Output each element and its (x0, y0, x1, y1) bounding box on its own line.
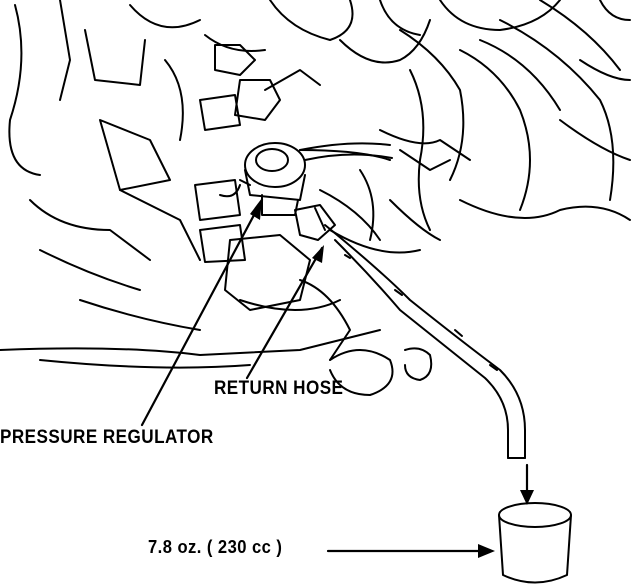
drain-arrowhead (520, 490, 534, 505)
pressure-regulator-label: PRESSURE REGULATOR (0, 427, 214, 448)
fuel-volume-label: 7.8 oz. ( 230 cc ) (148, 537, 283, 557)
engine-background (0, 0, 631, 396)
measuring-container (498, 502, 572, 584)
return-hose-label: RETURN HOSE (214, 378, 344, 399)
pressure-regulator-arrowhead (250, 198, 262, 220)
return-hose-arrowhead (312, 245, 324, 263)
leader-lines (140, 198, 529, 553)
return-hose (294, 204, 526, 459)
arrowheads (250, 198, 534, 558)
pressure-regulator (219, 142, 393, 216)
volume-arrowhead (478, 544, 495, 558)
